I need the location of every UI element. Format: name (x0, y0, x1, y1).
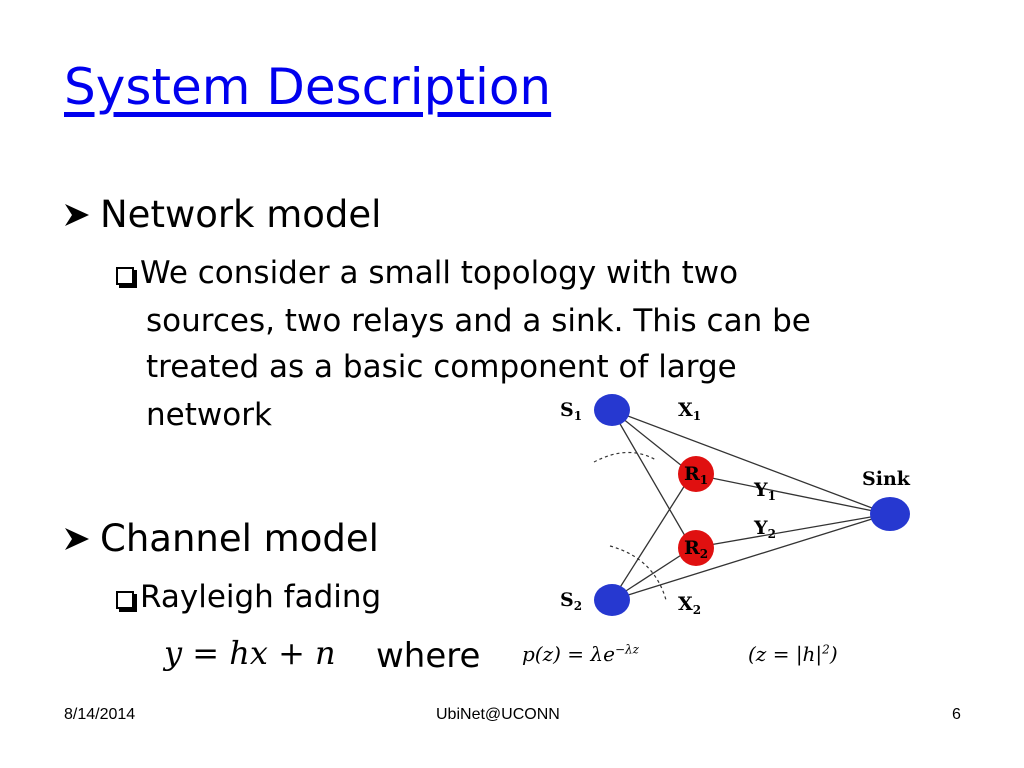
bullet-network-model: Network model (62, 196, 381, 233)
label-r2: R2 (684, 537, 708, 561)
relay-node-2 (678, 530, 714, 566)
subbullet-topology: We consider a small topology with two (116, 258, 738, 289)
equation-definition-close: ) (829, 642, 838, 666)
link-s2-sink (611, 513, 889, 601)
topology-text-line-2: sources, two relays and a sink. This can… (146, 303, 811, 339)
topology-text-line-4: network (146, 397, 272, 433)
label-x2: X2 (678, 593, 701, 617)
label-sink: Sink (862, 468, 911, 490)
arrow-bullet-icon (65, 527, 89, 550)
square-bullet-icon (116, 590, 134, 609)
equation-main: y = hx + n (164, 634, 336, 672)
heading-channel-model: Channel model (100, 517, 379, 560)
square-bullet-icon (116, 266, 134, 285)
source-node-2 (594, 584, 630, 616)
label-x1: X1 (678, 399, 701, 423)
coverage-arc-s1 (593, 451, 657, 463)
source-node-1 (594, 394, 630, 426)
network-links (611, 409, 889, 601)
sink-node (870, 497, 910, 531)
label-y1: Y1 (753, 479, 776, 503)
rayleigh-fading-text: Rayleigh fading (140, 579, 382, 615)
link-s1-r2 (611, 409, 693, 549)
subbullet-rayleigh: Rayleigh fading (116, 582, 381, 613)
label-r1: R1 (684, 463, 708, 487)
footer-date: 8/14/2014 (64, 706, 136, 723)
arrow-bullet-icon (65, 203, 89, 226)
link-s1-sink (611, 409, 889, 515)
heading-network-model: Network model (100, 193, 382, 236)
topology-text-line-1: We consider a small topology with two (140, 255, 739, 291)
equation-pdf-base: p(z) = λe (522, 642, 615, 666)
link-r1-sink (691, 473, 889, 515)
link-r2-sink (691, 513, 889, 549)
equation-definition: (z = |h|2) (748, 642, 838, 666)
label-y2: Y2 (753, 517, 776, 541)
equation-pdf: p(z) = λe−λz (522, 642, 639, 666)
slide-title: System Description (64, 58, 552, 116)
topology-text-line-3: treated as a basic component of large (146, 349, 737, 385)
where-label: where (376, 636, 481, 676)
footer-page-number: 6 (952, 706, 961, 723)
link-s2-r1 (611, 473, 693, 601)
coverage-arc-s2 (609, 545, 667, 601)
equation-pdf-exponent: −λz (614, 642, 639, 657)
equation-definition-exponent: 2 (822, 642, 830, 657)
equation-definition-base: (z = |h| (748, 642, 823, 666)
relay-node-1 (678, 456, 714, 492)
footer-center: UbiNet@UCONN (436, 706, 560, 723)
bullet-channel-model: Channel model (62, 520, 379, 557)
label-s1: S1 (560, 399, 582, 423)
network-topology-diagram: S1 S2 R1 R2 Sink X1 X2 Y1 Y2 (560, 394, 911, 617)
label-s2: S2 (560, 589, 582, 613)
